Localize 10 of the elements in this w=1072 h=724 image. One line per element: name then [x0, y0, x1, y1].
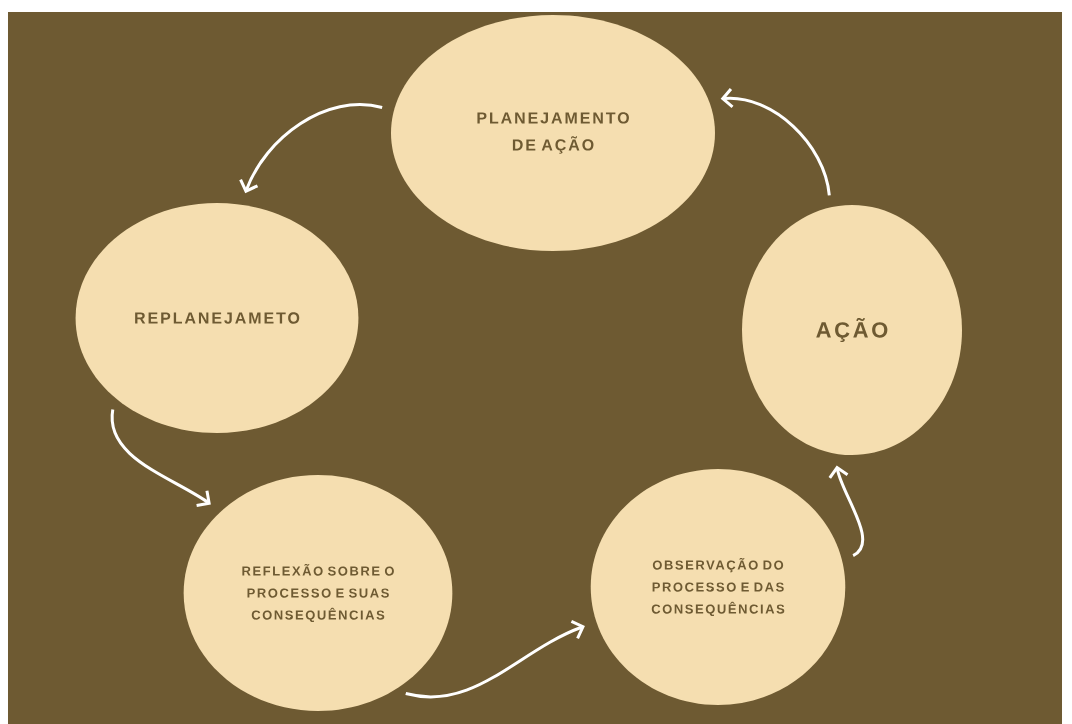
ellipse-node: OBSERVAÇÃO DO PROCESSO E DAS CONSEQUÊNCIAS: [590, 469, 846, 705]
ellipse-node: PLANEJAMENTO DE AÇÃO: [391, 15, 715, 251]
ellipse-node: REFLEXÃO SOBRE O PROCESSO E SUAS CONSEQUÊNCIAS: [183, 475, 453, 711]
curved-arrow: [239, 103, 383, 194]
curved-arrow: [720, 87, 831, 196]
curved-arrow: [828, 465, 865, 557]
ellipse-node: AÇÃO: [742, 205, 962, 455]
ellipse-node: REPLANEJAMETO: [75, 203, 359, 433]
curved-arrow: [110, 409, 211, 507]
curved-arrow: [405, 620, 585, 699]
